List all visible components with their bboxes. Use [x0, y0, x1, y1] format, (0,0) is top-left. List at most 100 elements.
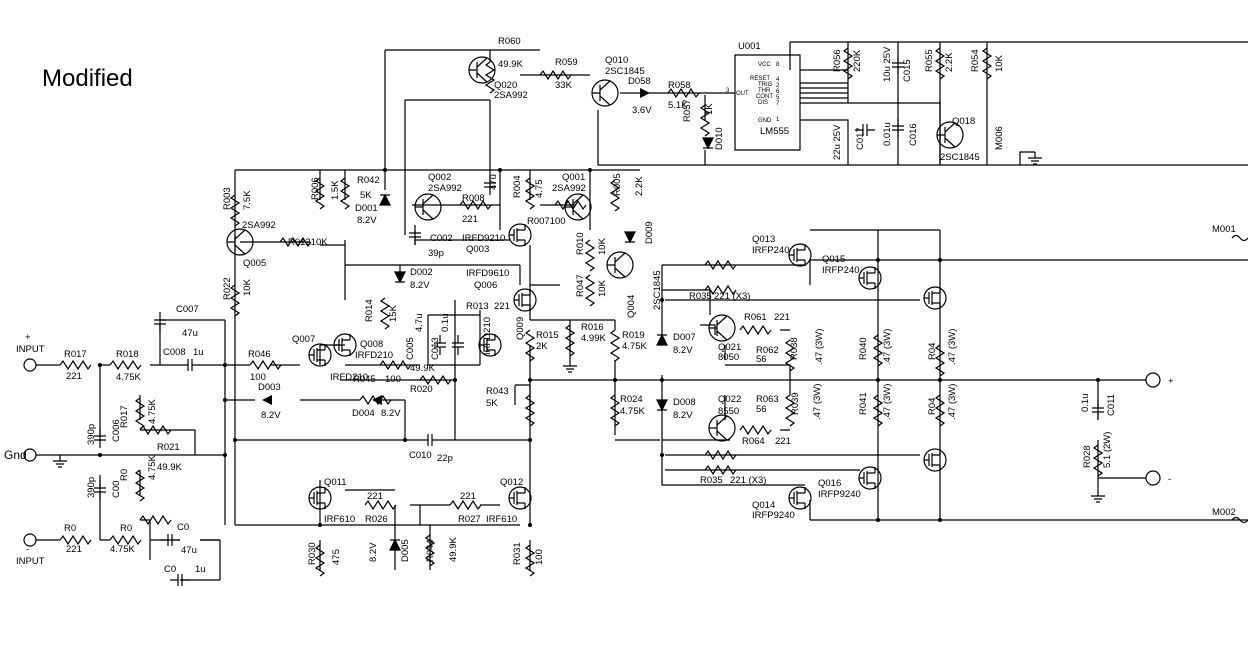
component-label: R005	[612, 173, 623, 196]
component-label: 4.99K	[581, 333, 606, 344]
ground-icon	[563, 360, 577, 373]
resistor-icon	[134, 397, 146, 430]
component-label: 2SA992	[242, 220, 276, 231]
component-label: 221	[367, 491, 383, 502]
junction-dot	[660, 298, 664, 302]
component-label: R027	[458, 514, 481, 525]
component-label: Q001	[562, 172, 585, 183]
resistor-icon	[564, 324, 576, 357]
junction-dot	[453, 378, 457, 382]
junction-dot	[98, 363, 102, 367]
component-label: R015	[536, 330, 559, 341]
component-label: 2SC1845	[940, 152, 980, 163]
u001-pin-label: 4	[776, 77, 780, 83]
gnd-terminal[interactable]	[23, 448, 37, 462]
component-label: 49.9K	[498, 59, 523, 70]
resistor-icon	[934, 344, 946, 377]
resistor-icon	[524, 544, 536, 577]
u001-pin-label: 6	[776, 89, 780, 95]
resistor-icon	[739, 324, 772, 336]
component-label: Q003	[466, 244, 489, 255]
component-label: D010	[714, 127, 725, 150]
component-label: C016	[908, 123, 919, 146]
component-label: 22p	[437, 453, 453, 464]
component-label: 1.5K	[330, 180, 341, 200]
component-label: 221	[66, 544, 82, 555]
component-label: 1u	[195, 564, 206, 575]
mosfet-leads	[309, 487, 326, 509]
capacitor-icon	[892, 118, 904, 138]
zener-diode-fill	[657, 335, 667, 345]
resistor-icon	[229, 194, 241, 227]
wiring	[30, 41, 1248, 581]
mosfet-leads	[859, 267, 876, 289]
component-label: 49.9K	[448, 537, 459, 562]
mosfet-leads	[789, 487, 806, 509]
component-label: Q012	[500, 477, 523, 488]
resistor-icon	[524, 394, 536, 427]
component-label: R003	[222, 187, 233, 210]
resistor-icon	[842, 47, 854, 80]
component-label: D003	[258, 382, 281, 393]
component-label: 4.75K	[620, 406, 645, 417]
component-label: 8.2V	[381, 408, 401, 419]
ground-icon	[53, 455, 67, 468]
component-label: 390p	[86, 477, 97, 498]
component-label: Q002	[428, 172, 451, 183]
junction-dot	[528, 438, 532, 442]
transistor-leads	[592, 80, 611, 106]
component-label: 221 (X3)	[730, 475, 766, 486]
component-label: Q007	[292, 334, 315, 345]
component-label: 475	[331, 549, 342, 565]
u001-pin-label: 5	[776, 95, 780, 101]
junction-dot	[233, 438, 237, 442]
component-label: R004	[512, 175, 523, 198]
input-minus-terminal[interactable]	[23, 533, 37, 547]
junction-dot	[938, 378, 942, 382]
component-label: C0	[177, 522, 189, 533]
component-label: 5K	[360, 190, 372, 201]
m002-label: M002	[1212, 507, 1236, 518]
junction-dot	[876, 258, 880, 262]
component-label: R054	[970, 49, 981, 72]
component-label: Q016	[818, 478, 841, 489]
component-label: C0	[164, 564, 176, 575]
resistor-icon	[667, 87, 700, 99]
junction-dot	[528, 523, 532, 527]
transistor-leads	[937, 122, 956, 148]
component-label: R061	[744, 312, 767, 323]
mosfet-leads	[334, 334, 351, 356]
resistor-icon	[609, 329, 621, 362]
component-label: M006	[994, 126, 1005, 150]
component-label: 8.2V	[357, 215, 377, 226]
output-minus-terminal[interactable]	[1145, 470, 1161, 486]
component-label: R044	[425, 539, 436, 562]
component-label: IRFD9210	[462, 233, 505, 244]
component-label: R010	[575, 232, 586, 255]
component-label: 221	[775, 436, 791, 447]
component-label: R063	[756, 394, 779, 405]
component-label: 2.2K	[944, 52, 955, 72]
input-plus-terminal[interactable]	[23, 358, 37, 372]
output-plus-sign: +	[1168, 376, 1174, 387]
resistor-icon	[139, 424, 172, 436]
capacitor-icon	[484, 175, 496, 195]
transistor-leads	[565, 194, 584, 220]
component-label: R008	[462, 193, 485, 204]
component-label: 47u	[181, 545, 197, 556]
capacitor-icon	[452, 335, 464, 355]
junction-dot	[938, 258, 942, 262]
u001-pin-label: 8	[776, 62, 780, 68]
component-label: Q008	[360, 339, 383, 350]
component-label: R016	[581, 322, 604, 333]
resistor-icon	[584, 274, 596, 307]
component-label: 8.2V	[368, 542, 379, 562]
output-plus-terminal[interactable]	[1145, 372, 1161, 388]
resistor-icon	[872, 394, 884, 427]
component-label: 56	[756, 404, 767, 415]
zener-diode-fill	[625, 232, 635, 242]
component-label: 5.1 (2W)	[1102, 432, 1113, 468]
component-label: 1K	[704, 103, 715, 115]
component-label: 221	[494, 301, 510, 312]
component-label: R04	[927, 398, 938, 415]
